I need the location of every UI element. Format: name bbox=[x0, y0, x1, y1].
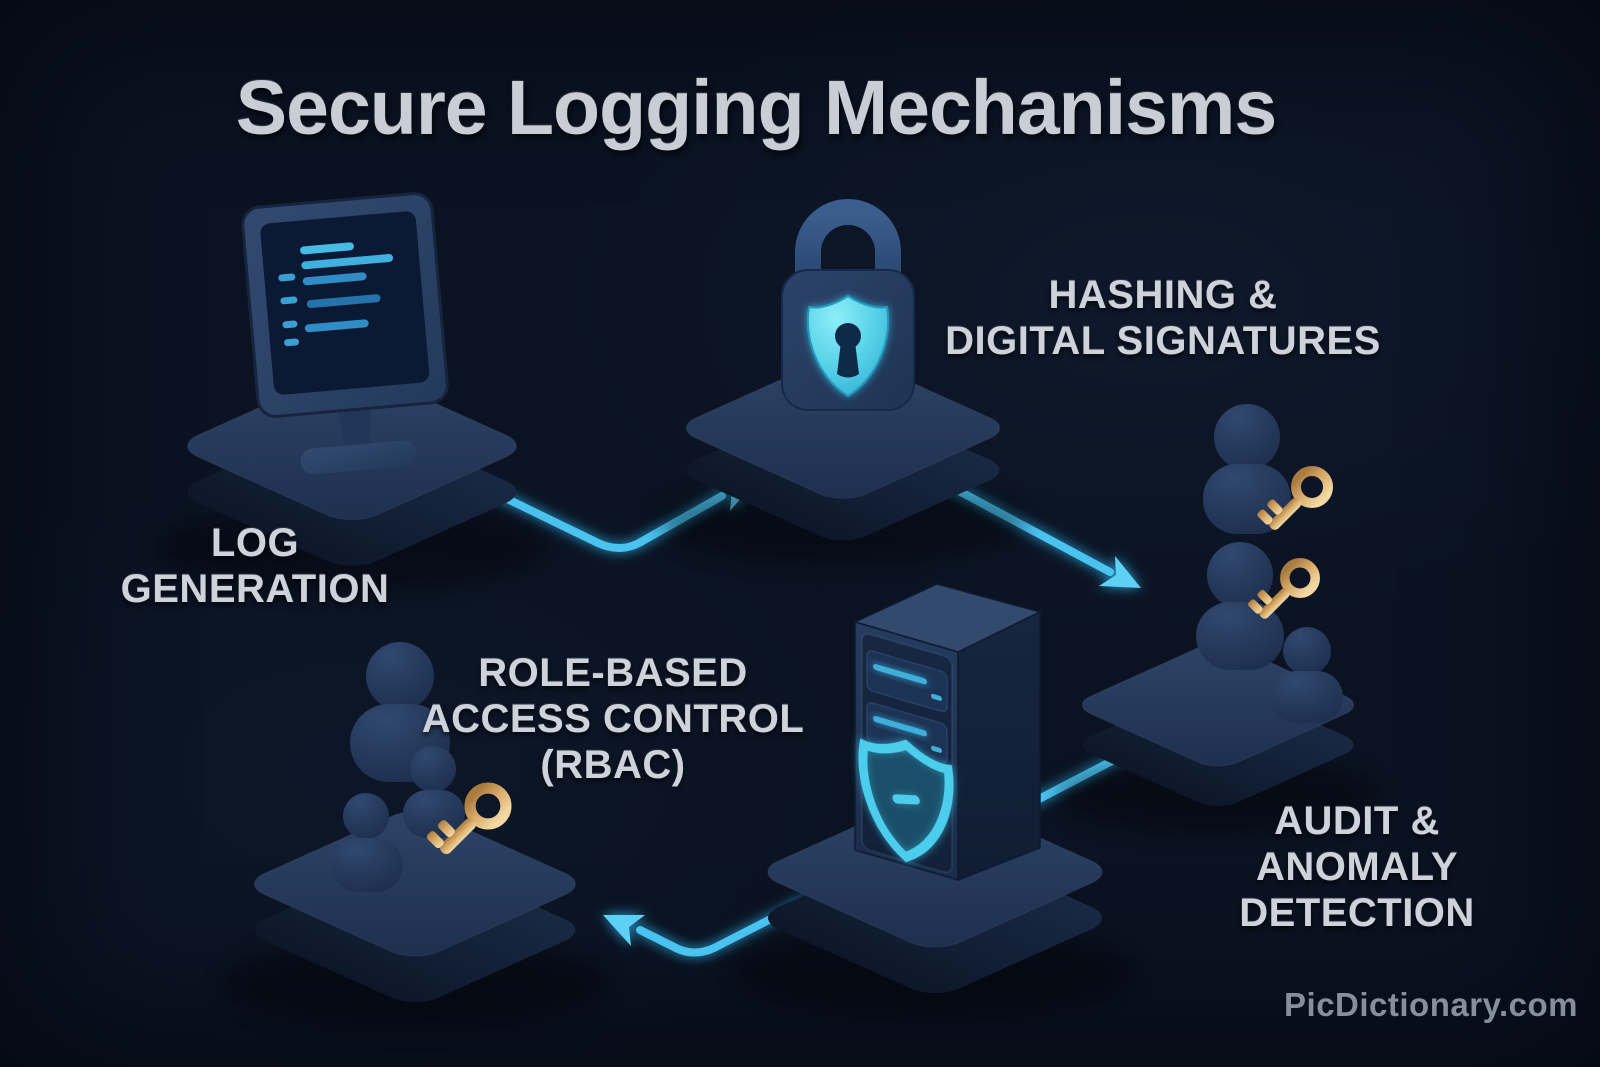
padlock-shackle bbox=[795, 199, 901, 285]
label-line: ROLE-BASED bbox=[478, 651, 748, 695]
node-user-access-keys bbox=[1056, 404, 1380, 833]
shield-outline-icon bbox=[858, 738, 954, 863]
server-front-details bbox=[858, 633, 954, 874]
monitor-stand-base bbox=[300, 440, 417, 475]
page-title: Secure Logging Mechanisms bbox=[235, 65, 1277, 151]
monitor-stand-neck bbox=[336, 403, 371, 450]
label-log-generation: LOG GENERATION bbox=[121, 520, 390, 612]
platform bbox=[658, 357, 1028, 564]
label-rbac: ROLE-BASED ACCESS CONTROL (RBAC) bbox=[422, 650, 805, 788]
node-hashing-signatures bbox=[658, 199, 1028, 564]
server-slot bbox=[866, 650, 948, 713]
platform-top bbox=[253, 811, 577, 957]
label-line: AUDIT & bbox=[1274, 799, 1440, 843]
platform-top bbox=[685, 357, 1001, 499]
label-line: ANOMALY bbox=[1255, 845, 1459, 889]
label-hashing-digital-signatures: HASHING & DIGITAL SIGNATURES bbox=[945, 272, 1381, 364]
users-with-keys-icon bbox=[1196, 404, 1343, 723]
label-line: LOG bbox=[210, 521, 300, 565]
platform bbox=[223, 811, 607, 1028]
node-audit-anomaly-detection bbox=[735, 583, 1135, 1018]
server-shield-icon bbox=[852, 583, 1043, 882]
label-line: DIGITAL SIGNATURES bbox=[945, 319, 1381, 363]
arrow-server-to-rbac bbox=[603, 897, 810, 957]
person-icon bbox=[1196, 542, 1284, 670]
label-line: GENERATION bbox=[120, 567, 390, 611]
padlock-shield-icon bbox=[781, 199, 915, 411]
label-line: HASHING & bbox=[1048, 273, 1278, 317]
platform bbox=[1056, 643, 1380, 833]
label-line: DETECTION bbox=[1239, 891, 1475, 935]
label-line: ACCESS CONTROL bbox=[421, 697, 805, 741]
arrowhead-icon bbox=[1099, 556, 1141, 588]
monitor-logs-icon bbox=[241, 192, 449, 475]
label-audit-anomaly-detection: AUDIT & ANOMALY DETECTION bbox=[1239, 798, 1475, 936]
arrowhead-icon bbox=[603, 915, 645, 946]
gold-key-icon bbox=[1257, 466, 1333, 530]
screen-log-lines bbox=[278, 242, 394, 347]
person-icon bbox=[331, 793, 403, 892]
users-group-with-key-icon bbox=[331, 642, 512, 892]
label-line: (RBAC) bbox=[540, 743, 686, 787]
watermark: PicDictionary.com bbox=[1284, 986, 1578, 1023]
server-side-face bbox=[957, 610, 1041, 882]
gold-key-icon bbox=[426, 782, 512, 854]
gold-key-icon bbox=[1248, 558, 1320, 619]
person-icon bbox=[1271, 627, 1343, 723]
node-rbac-users bbox=[223, 642, 607, 1028]
shield-icon bbox=[806, 294, 890, 398]
node-log-generation bbox=[156, 192, 548, 592]
keyhole-icon bbox=[835, 323, 861, 378]
